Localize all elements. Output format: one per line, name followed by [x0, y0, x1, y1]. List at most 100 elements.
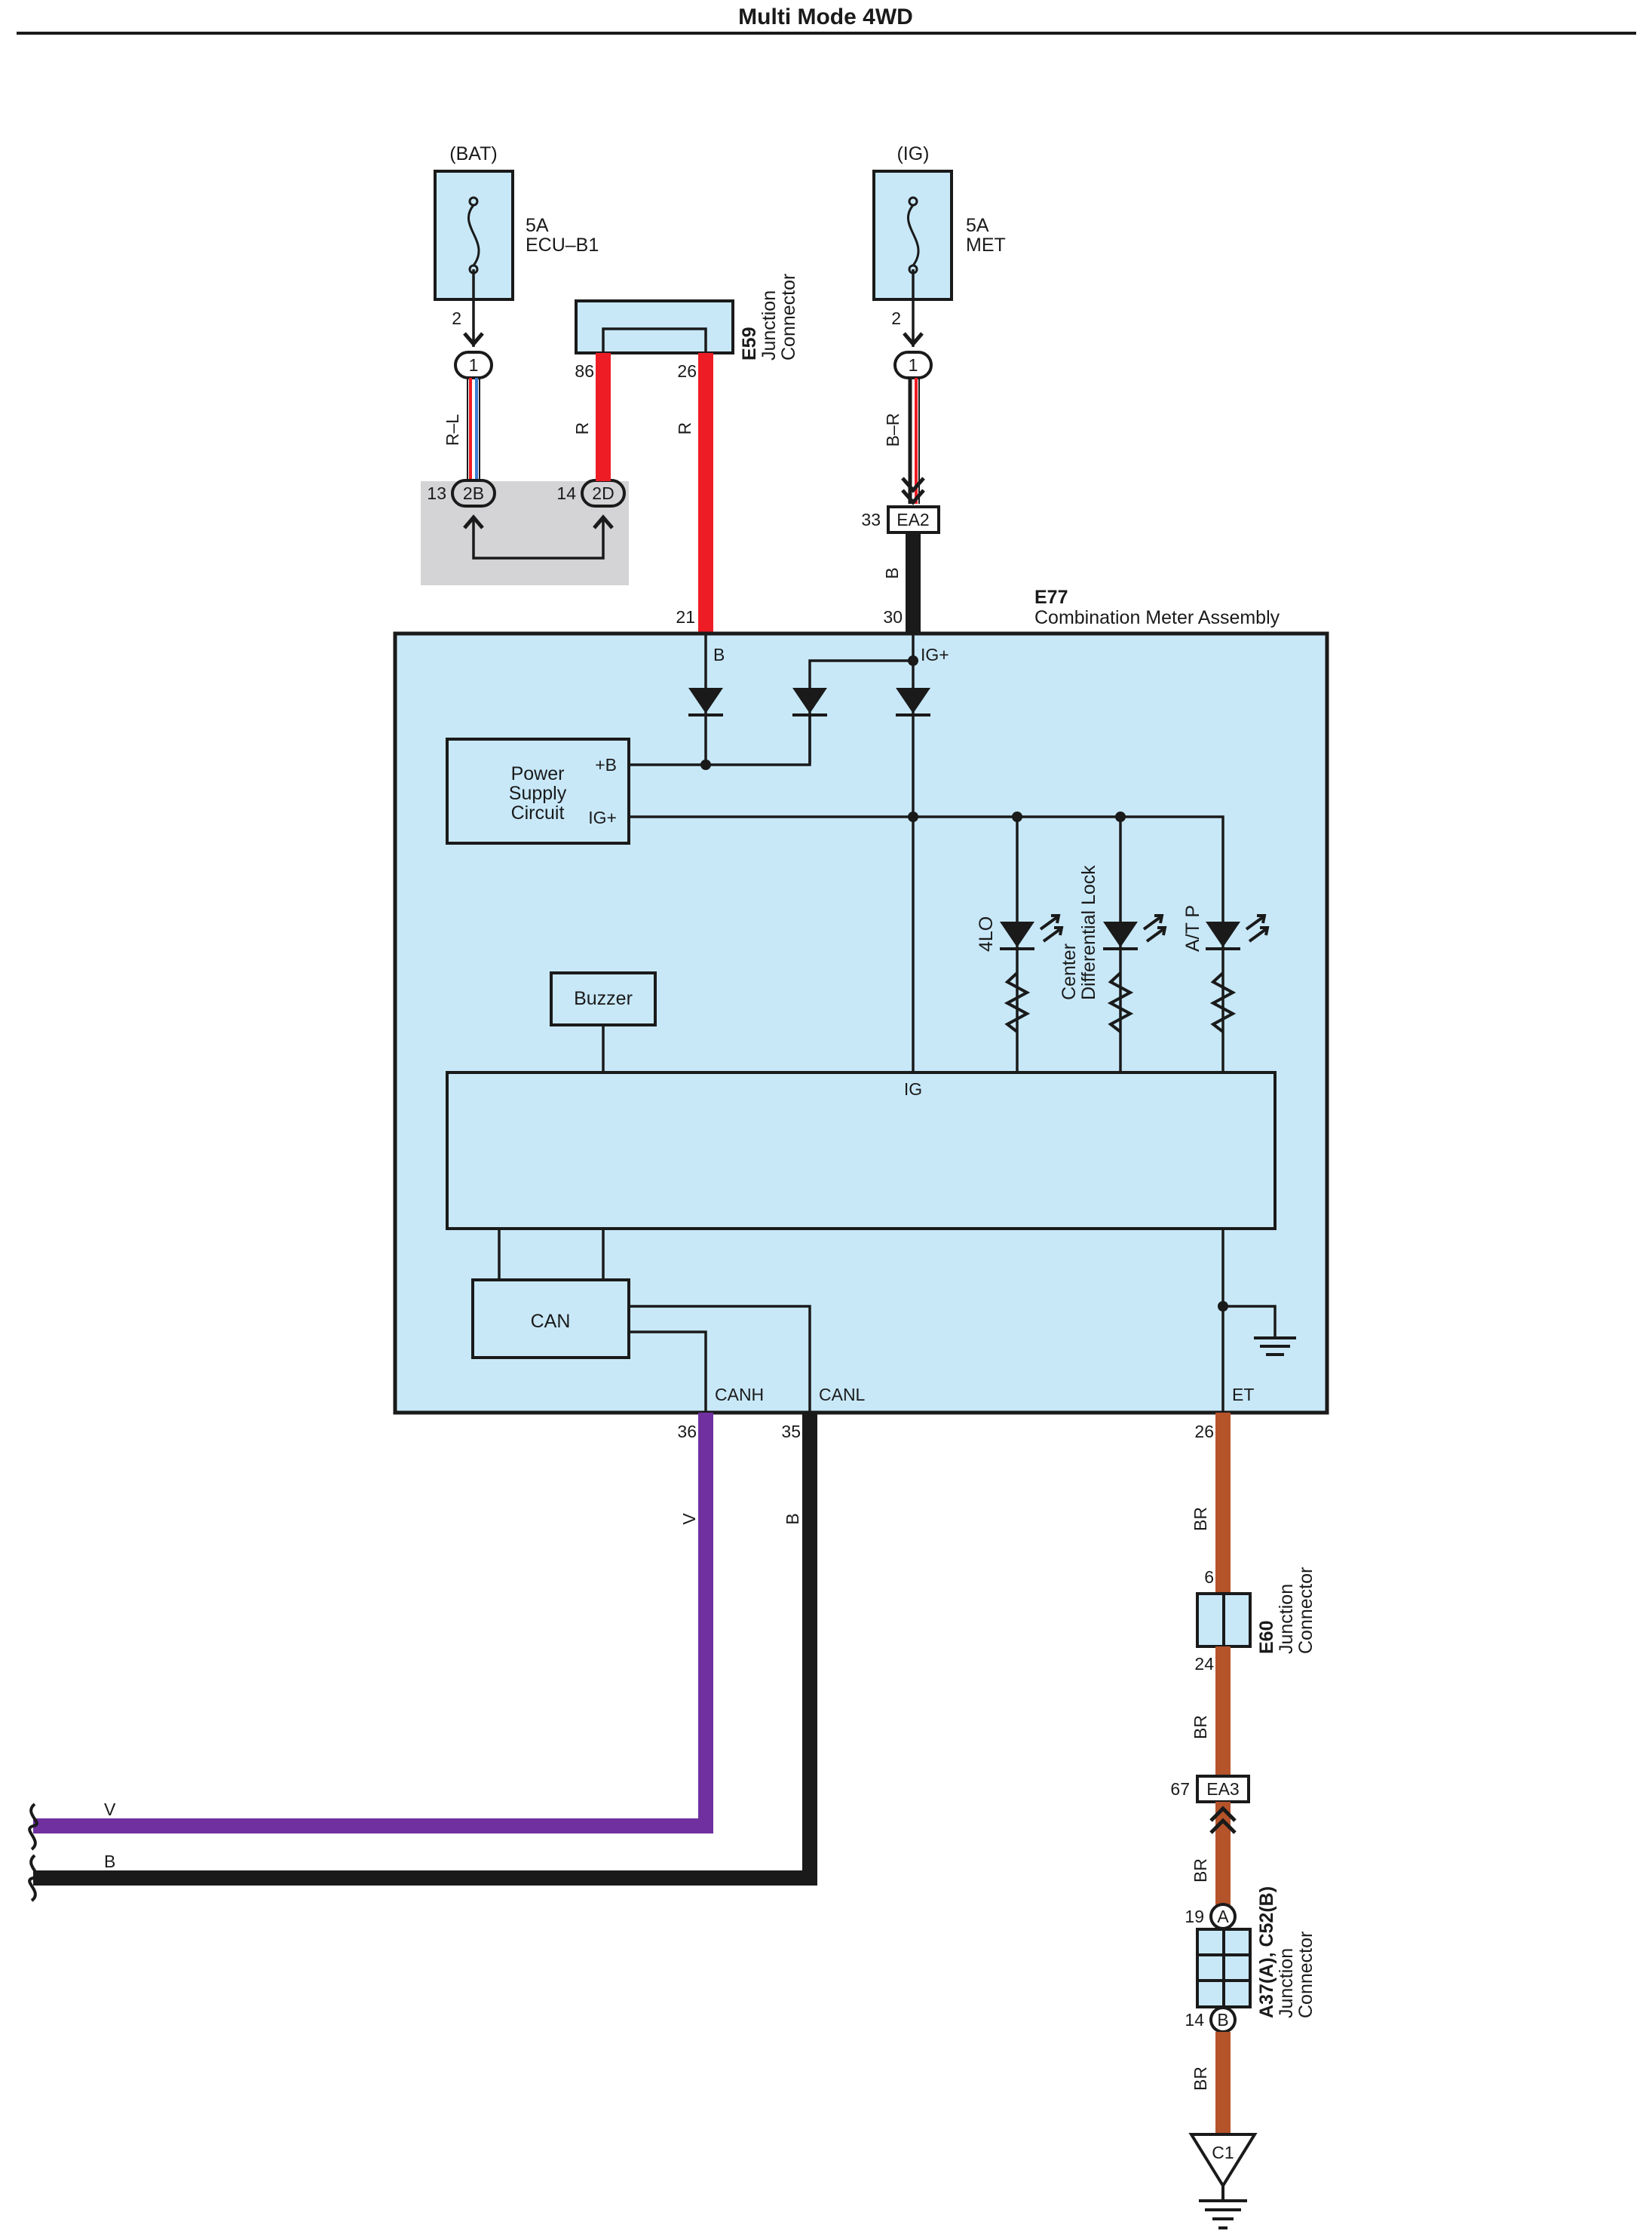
ig-join-label: 1	[909, 355, 918, 375]
can-label: CAN	[531, 1311, 571, 1332]
e77-name: Combination Meter Assembly	[1034, 607, 1280, 628]
wire-label-et-2: BR	[1191, 1715, 1210, 1739]
can-transceiver: CAN	[471, 1278, 630, 1359]
meter-pin-36: 36	[677, 1422, 697, 1441]
meter-pin-26: 26	[1194, 1422, 1214, 1441]
wire-e59-left-red	[596, 353, 611, 481]
indicator-center-label-1: Center	[1059, 944, 1080, 1000]
ea3-pin: 67	[1170, 1779, 1190, 1799]
meter-terminal-canl: CANL	[819, 1385, 866, 1404]
combination-meter-assembly	[393, 631, 1329, 1415]
junction-2d-pin: 14	[556, 483, 576, 503]
wire-label-et-1: BR	[1191, 1507, 1210, 1531]
ea3-label: EA3	[1206, 1779, 1239, 1799]
wire-et-brown-4	[1215, 2032, 1231, 2134]
fuse-ig-source: (IG)	[896, 143, 929, 164]
e59-line1: Junction	[759, 290, 780, 361]
a37-pin-14: 14	[1185, 2010, 1204, 2030]
c1-label: C1	[1212, 2143, 1234, 2162]
connector-e60: E60 Junction Connector	[1196, 1567, 1316, 1654]
wire-label-et-3: BR	[1191, 1858, 1210, 1883]
meter-pin-21: 21	[676, 607, 695, 627]
meter-ig-label: IG	[904, 1079, 922, 1099]
e60-line2: Connector	[1295, 1567, 1316, 1654]
wire-label-b-r: B–R	[883, 413, 903, 447]
wire-label-ea2: B	[882, 567, 902, 578]
fuse-ig-rating: 5A	[966, 215, 989, 236]
wire-label-canl: B	[783, 1513, 802, 1524]
e59-pin-26: 26	[677, 361, 697, 381]
wire-label-e59-right: R	[675, 422, 694, 435]
ea2-label: EA2	[896, 510, 929, 529]
a37-tag-b-label: B	[1217, 2010, 1228, 2030]
indicator-4lo-label: 4LO	[976, 916, 997, 952]
resistor-icon	[1004, 971, 1031, 1033]
indicator-atp-label: A/T P	[1182, 905, 1203, 952]
wire-break-icon	[28, 1854, 38, 1902]
fuse-element-icon	[907, 204, 920, 266]
fuse-element-icon	[467, 204, 480, 266]
e60-pin-24: 24	[1194, 1654, 1214, 1674]
ea2-pin: 33	[861, 510, 881, 529]
fuse-ecu-b1: (BAT) 5A ECU–B1 2	[434, 143, 599, 328]
a37-line1: Junction	[1276, 1948, 1297, 2018]
connector-a37-c52: A37(A), C52(B) Junction Connector	[1196, 1886, 1316, 2018]
wire-label-canh: V	[679, 1513, 699, 1525]
ps-line3: Circuit	[511, 802, 565, 824]
meter-terminal-et: ET	[1232, 1385, 1254, 1404]
e60-code: E60	[1256, 1621, 1277, 1654]
bat-join-connector	[454, 351, 493, 379]
e77-code: E77	[1034, 587, 1068, 608]
junction-2b-label: 2B	[463, 483, 484, 503]
a37-line2: Connector	[1295, 1932, 1316, 2018]
wire-label-et-4: BR	[1191, 2067, 1210, 2091]
wire-e59-right-red	[698, 353, 713, 634]
wire-et-brown-3	[1215, 1802, 1231, 1916]
a37-pin-19: 19	[1185, 1907, 1204, 1926]
meter-main-ic	[446, 1071, 1277, 1230]
indicator-atp: A/T P	[1182, 905, 1270, 1033]
a37-code: A37(A), C52(B)	[1256, 1886, 1277, 2018]
e59-code: E59	[739, 327, 760, 361]
meter-terminal-canh: CANH	[715, 1385, 764, 1404]
page-title: Multi Mode 4WD	[738, 5, 913, 29]
meter-terminal-ig-plus: IG+	[921, 645, 949, 664]
ground-point-c1: C1	[1188, 2133, 1258, 2229]
connector-e59: 86 26 E59 Junction Connector	[575, 274, 799, 381]
ps-plus-b: +B	[595, 755, 617, 775]
indicator-center-diff-lock: Center Differential Lock	[1059, 865, 1167, 1033]
wire-label-r-l: R–L	[443, 414, 462, 446]
e60-pin-6: 6	[1204, 1567, 1214, 1587]
led-icon	[1000, 922, 1034, 947]
ps-line2: Supply	[509, 783, 567, 804]
resistor-icon	[1209, 971, 1237, 1033]
bus-label-v: V	[104, 1800, 116, 1819]
bus-label-b: B	[104, 1852, 115, 1871]
wire-canh-violet	[33, 1413, 713, 1833]
meter-terminal-b: B	[713, 645, 725, 664]
meter-pin-30: 30	[883, 607, 903, 627]
ground-icon	[1254, 1336, 1296, 1356]
fuse-ig-pin: 2	[891, 308, 901, 328]
fuse-met: (IG) 5A MET 2	[872, 143, 1006, 328]
led-icon	[1103, 922, 1138, 947]
ig-join-connector	[893, 351, 933, 379]
indicator-4lo: 4LO	[976, 914, 1064, 1033]
fuse-bat-name: ECU–B1	[526, 235, 599, 256]
wire-label-e59-left: R	[572, 422, 592, 435]
connector-ea2	[887, 505, 940, 534]
ps-ig-plus: IG+	[588, 808, 617, 827]
wire-ea2-black	[906, 532, 921, 634]
a37-tag-a-label: A	[1217, 1907, 1229, 1926]
fuse-bat-source: (BAT)	[449, 143, 497, 164]
power-supply-circuit: Power Supply Circuit +B IG+	[446, 738, 630, 845]
diode-ig-icon	[896, 688, 930, 716]
fuse-ig-name: MET	[966, 235, 1006, 256]
fuse-bat-rating: 5A	[526, 215, 549, 236]
wire-canl-black	[33, 1413, 817, 1886]
diode-b-icon	[688, 688, 723, 716]
resistor-icon	[1107, 971, 1134, 1033]
indicator-center-label-2: Differential Lock	[1078, 865, 1099, 1000]
e60-line1: Junction	[1276, 1584, 1297, 1654]
